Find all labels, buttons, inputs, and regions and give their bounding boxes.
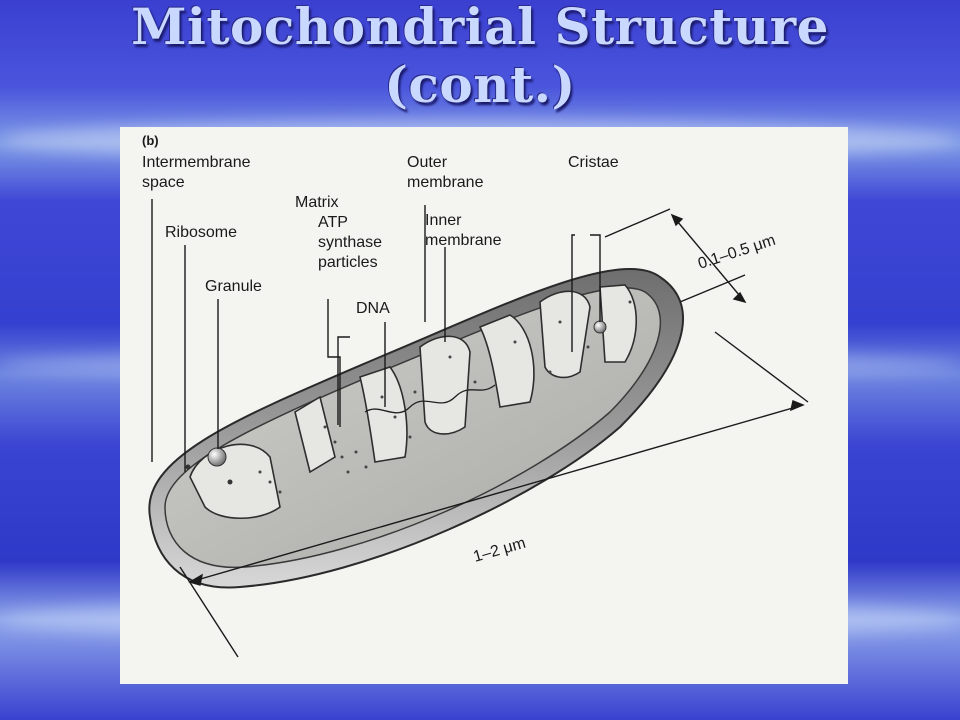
title-line-2: (cont.) xyxy=(384,55,576,114)
slide-title: Mitochondrial Structure (cont.) xyxy=(0,0,960,114)
ribosome-shapes xyxy=(185,320,607,485)
label-length-dimension: 1–2 μm xyxy=(471,535,527,566)
label-outer-membrane-2: membrane xyxy=(407,174,484,191)
leader-lines xyxy=(151,199,601,472)
mitochondrion-diagram: (b) Intermembrane space Ribosome Granule… xyxy=(120,127,848,684)
diagram-canvas: (b) Intermembrane space Ribosome Granule… xyxy=(142,133,809,658)
label-inner-membrane-2: membrane xyxy=(425,232,502,249)
label-atp-1: ATP xyxy=(318,214,348,231)
label-atp-3: particles xyxy=(318,254,378,271)
label-intermembrane-space-2: space xyxy=(142,174,185,191)
granule-shape xyxy=(207,447,227,467)
label-cristae: Cristae xyxy=(568,154,619,171)
label-intermembrane-space: Intermembrane xyxy=(142,154,251,171)
label-outer-membrane: Outer xyxy=(407,154,448,171)
dimension-lines xyxy=(179,208,809,658)
atp-synthase-particles xyxy=(258,300,632,494)
label-atp-2: synthase xyxy=(318,234,382,251)
label-matrix: Matrix xyxy=(295,194,339,211)
dna-strand xyxy=(364,384,496,414)
label-granule: Granule xyxy=(205,278,262,295)
label-inner-membrane: Inner xyxy=(425,212,462,229)
label-width-dimension: 0.1–0.5 μm xyxy=(696,232,778,273)
label-dna: DNA xyxy=(356,300,390,317)
panel-tag: (b) xyxy=(142,133,159,148)
label-ribosome: Ribosome xyxy=(165,224,237,241)
title-line-1: Mitochondrial Structure xyxy=(131,0,829,56)
